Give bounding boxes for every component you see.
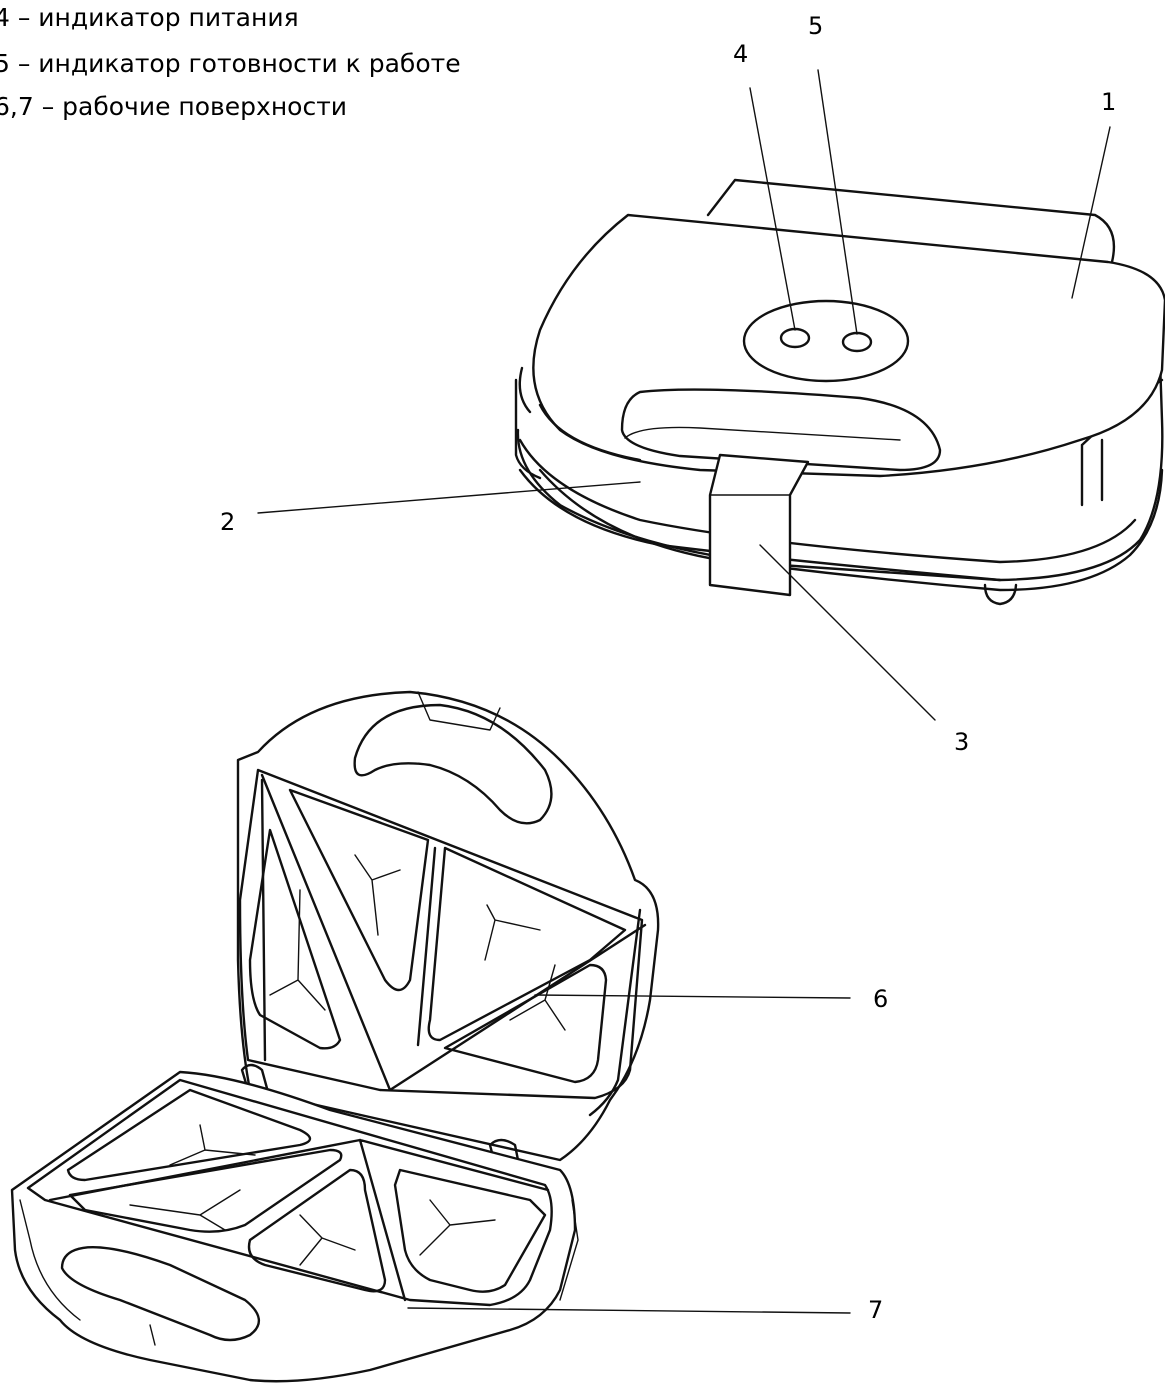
callout-7: 7 [868, 1296, 884, 1324]
legend-item-work-surfaces: 6,7 – рабочие поверхности [0, 92, 348, 121]
callout-1: 1 [1101, 88, 1117, 116]
leader-line-5 [817, 69, 858, 335]
closed-sandwich-maker [514, 178, 1165, 606]
leader-line-3 [759, 544, 936, 721]
callout-2: 2 [220, 508, 236, 536]
callout-4: 4 [733, 40, 749, 68]
callout-5: 5 [808, 12, 824, 40]
callout-3: 3 [954, 728, 970, 756]
leader-line-4 [749, 87, 796, 331]
leader-line-1 [1071, 126, 1111, 299]
open-sandwich-maker [10, 690, 660, 1383]
leader-line-6 [534, 994, 851, 999]
legend-item-power-indicator: 4 – индикатор питания [0, 3, 299, 32]
leader-lines [257, 69, 1111, 1314]
legend-item-ready-indicator: 5 – индикатор готовности к работе [0, 49, 461, 78]
callout-6: 6 [873, 985, 889, 1013]
leader-line-2 [257, 481, 641, 514]
leader-line-7 [407, 1307, 851, 1314]
